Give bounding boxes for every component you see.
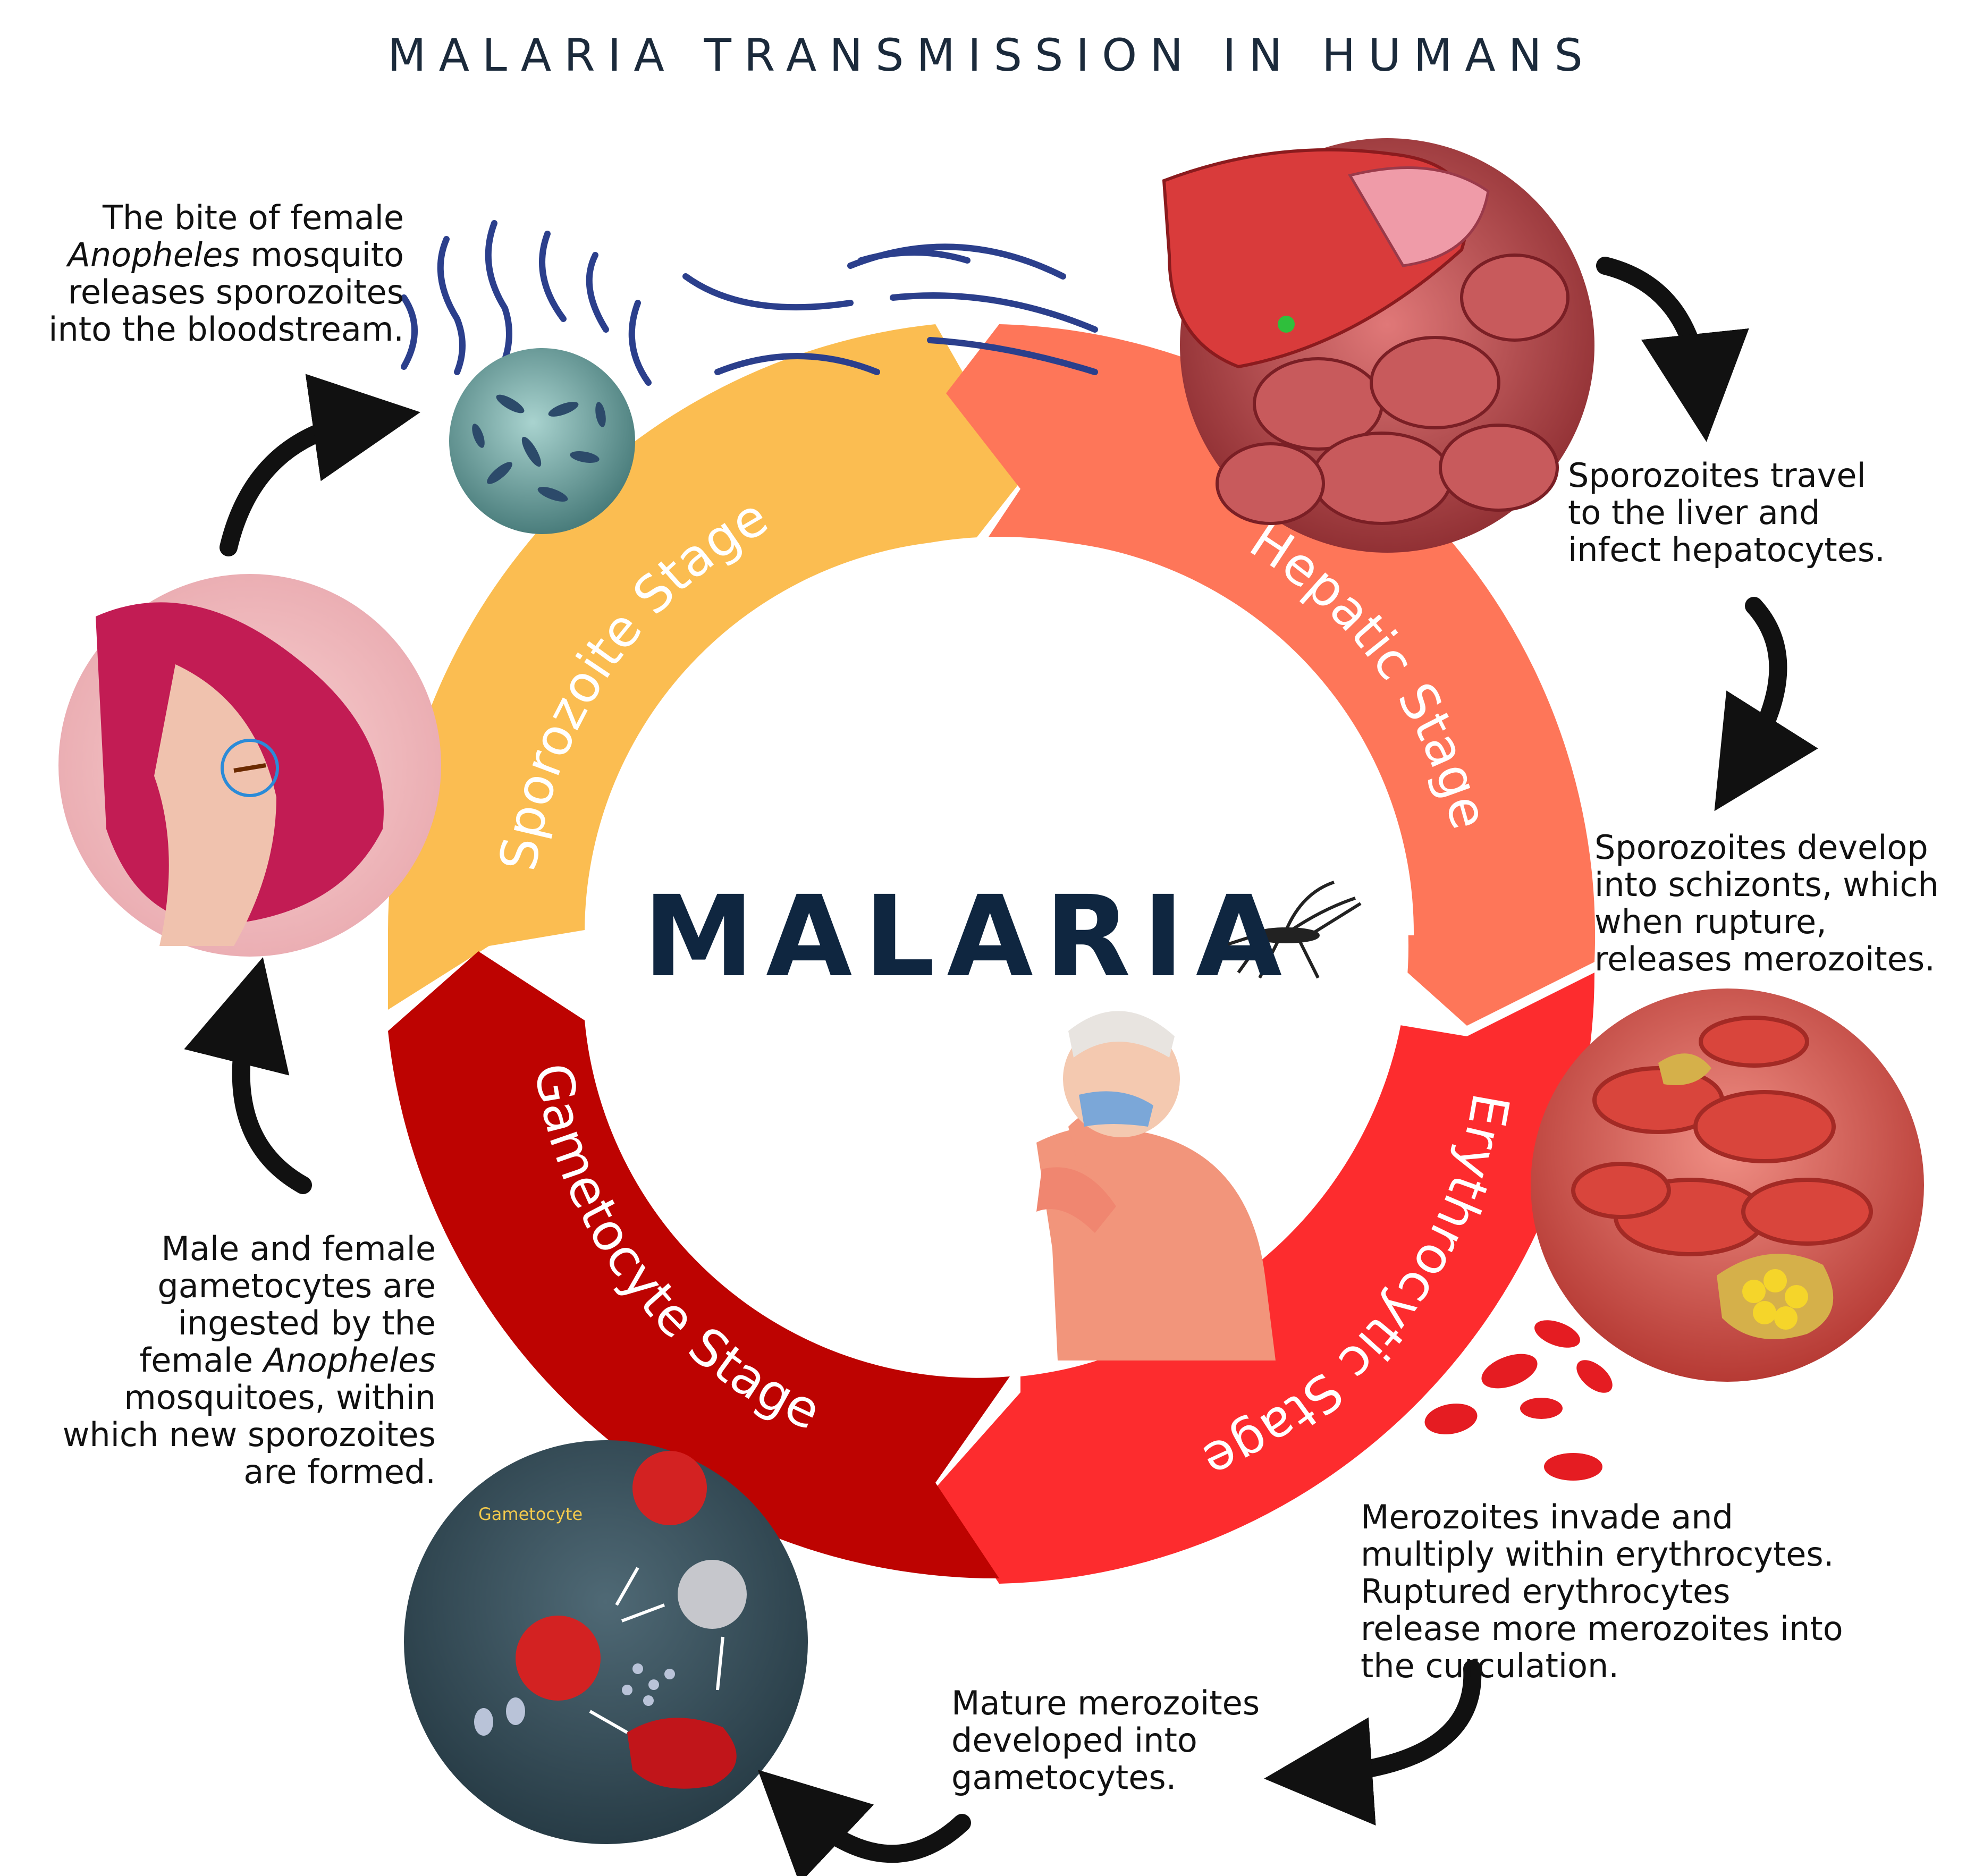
caption-bite: The bite of female Anopheles mosquito re…	[48, 198, 404, 349]
arrow-liver-1	[1596, 257, 1749, 442]
loose-red-blood-cells	[1424, 1320, 1613, 1481]
cycle-arrows	[184, 257, 1818, 1876]
gametocyte-stage-segment	[388, 951, 1010, 1579]
mosquito-bite-arm-icon	[58, 574, 441, 957]
arrow-liver-2	[1714, 597, 1818, 812]
cycle-ring	[388, 324, 1596, 1584]
coughing-person-icon	[1036, 1011, 1276, 1360]
caption-schizont: Sporozoites develop into schizonts, whic…	[1594, 828, 1939, 978]
caption-liver: Sporozoites travel to the liver and infe…	[1568, 456, 1885, 569]
sporozoite-stage-segment	[388, 324, 1023, 1010]
arrow-erythro-to-mature	[1264, 1660, 1482, 1826]
red-blood-cells-icon	[1531, 988, 1924, 1382]
gametocyte-cycle-icon: Gametocyte	[404, 1440, 808, 1844]
center-label: MALARIA	[643, 872, 1294, 1002]
arrow-arm-to-sporozoite	[220, 374, 420, 556]
arrow-ingest-to-arm	[184, 957, 312, 1194]
caption-ingest: Male and female gametocytes are ingested…	[62, 1229, 436, 1491]
caption-erythrocytic: Merozoites invade and multiply within er…	[1361, 1498, 1843, 1685]
page-title: MALARIA TRANSMISSION IN HUMANS	[387, 29, 1596, 81]
caption-mature: Mature merozoites developed into gametoc…	[951, 1684, 1260, 1797]
liver-tissue-icon	[1162, 138, 1594, 553]
mosquito-icon	[1222, 881, 1362, 979]
arrow-mature-to-gametocyte	[757, 1770, 971, 1876]
gametocyte-image-label: Gametocyte	[478, 1504, 583, 1524]
hepatic-stage-segment	[946, 324, 1596, 1026]
sporozoite-cell-icon	[401, 220, 1098, 534]
